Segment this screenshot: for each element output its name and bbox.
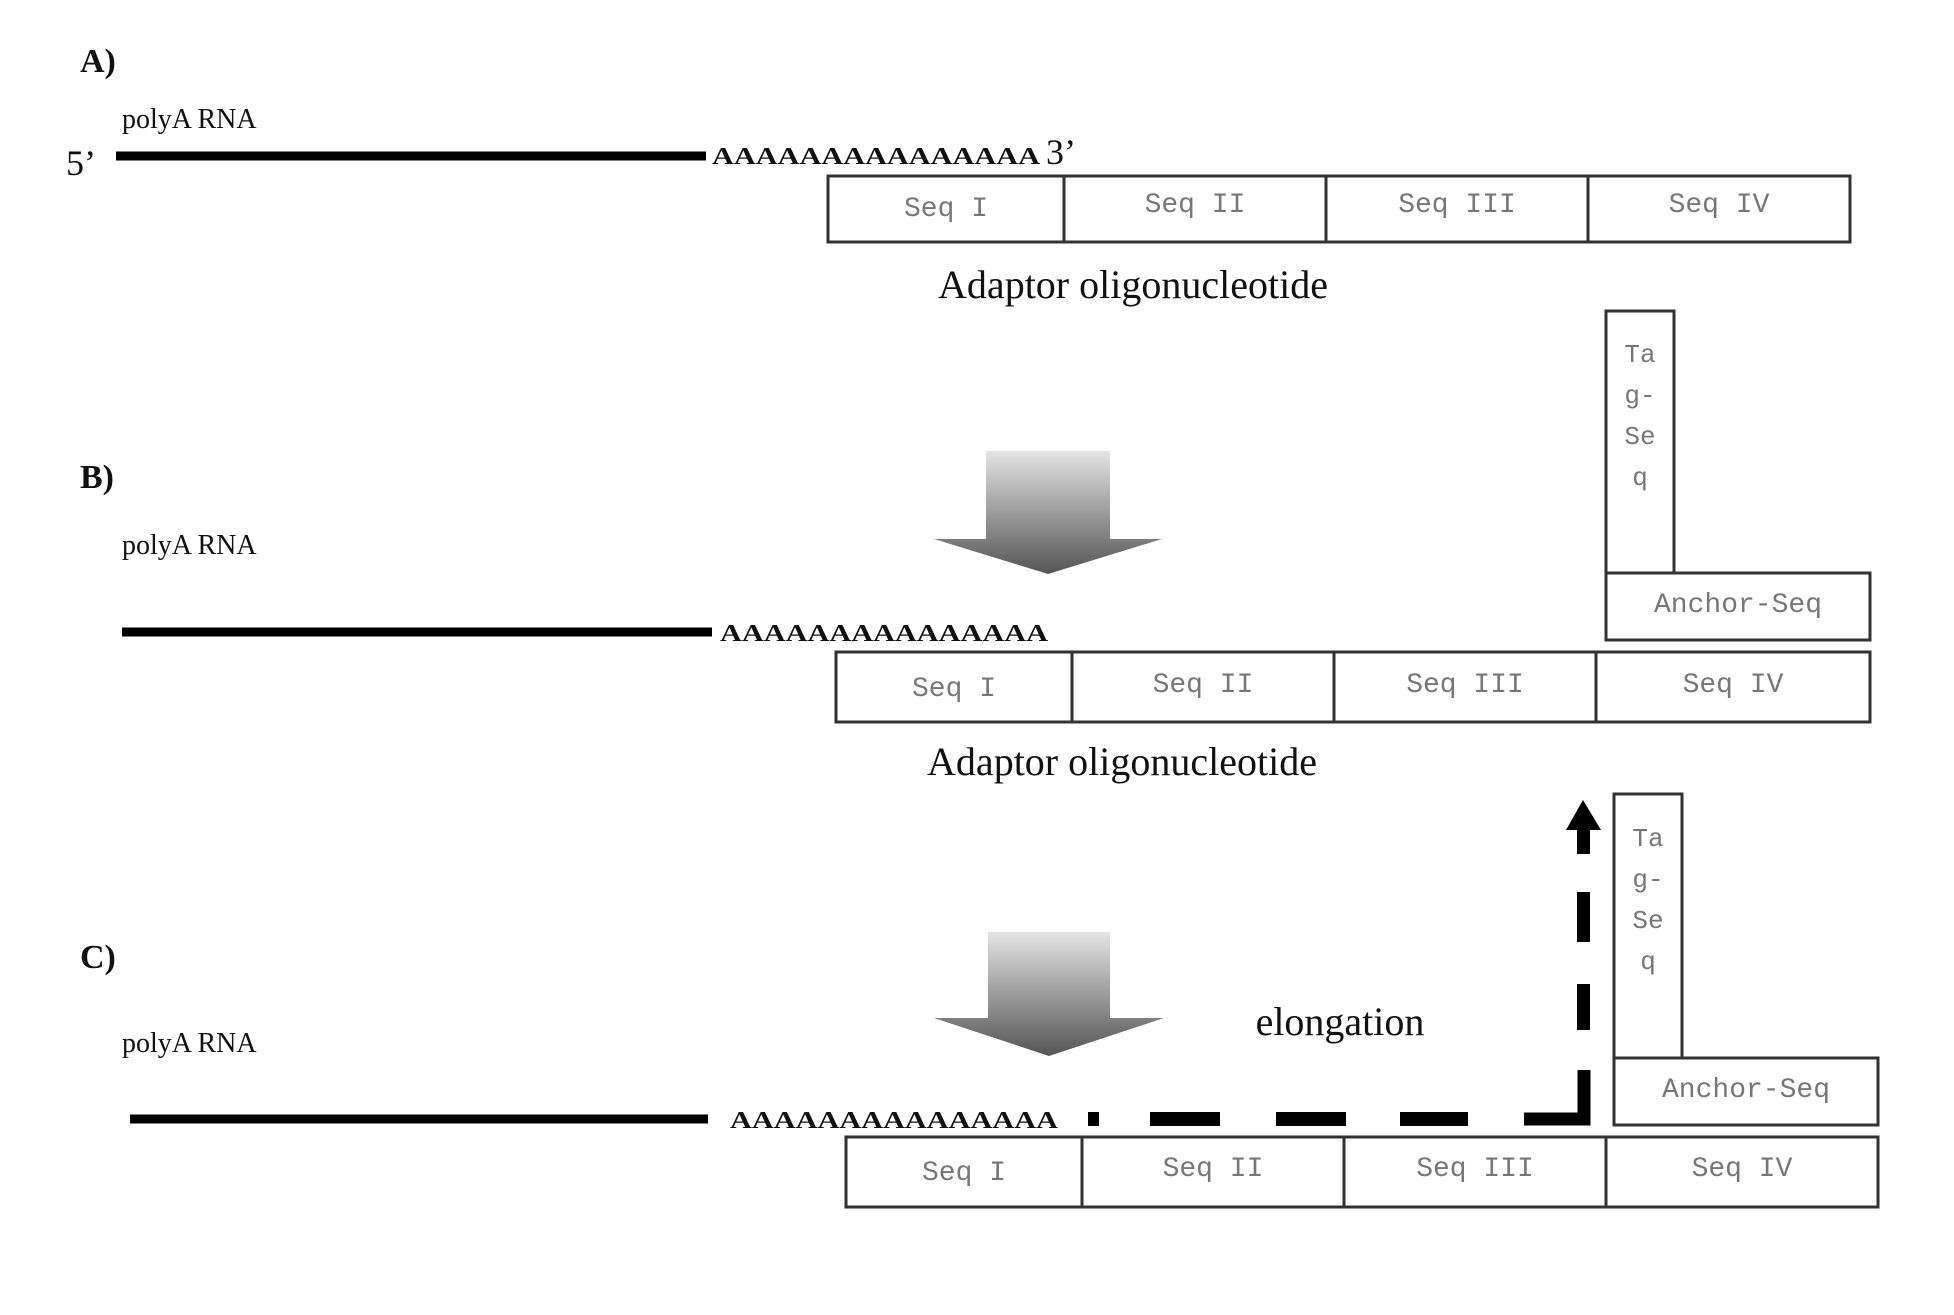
adaptor-segment-label: Seq II (1153, 670, 1254, 701)
adaptor-segment-label: Seq II (1163, 1154, 1264, 1185)
process-arrow-down-icon (934, 451, 1162, 574)
elongation-dash (1150, 1112, 1220, 1126)
tag-seq-line: g- (1624, 381, 1655, 411)
anchor-seq-label: Anchor-Seq (1654, 590, 1822, 621)
adaptor-oligonucleotide: Seq I Seq II Seq III Seq IV (828, 176, 1850, 242)
panel-label: B) (80, 459, 114, 496)
tag-seq-line: q (1640, 947, 1656, 977)
panel-b: B) polyA RNA AAAAAAAAAAAAAAA Ta g- Se q … (80, 311, 1870, 784)
elongation-corner (1524, 1070, 1584, 1119)
tag-seq-line: Se (1624, 422, 1655, 452)
three-prime-label: 3’ (1046, 132, 1076, 172)
elongation-dash (1088, 1112, 1099, 1126)
panel-label: C) (80, 939, 116, 976)
rna-label: polyA RNA (122, 104, 257, 135)
elongation-label: elongation (1256, 999, 1425, 1044)
elongation-dash (1577, 828, 1590, 854)
polya-tail: AAAAAAAAAAAAAAA (730, 1108, 1059, 1134)
adaptor-segment-label: Seq IV (1683, 670, 1784, 701)
tag-seq-line: Ta (1624, 340, 1655, 370)
five-prime-label: 5’ (66, 143, 96, 183)
adaptor-segment-label: Seq IV (1669, 190, 1770, 221)
elongation-dash (1400, 1112, 1468, 1126)
panel-c: C) elongation polyA RNA AAAAAAAAAAAAAAA … (80, 794, 1878, 1207)
tag-seq-line: Ta (1632, 824, 1663, 854)
tag-seq-line: g- (1632, 865, 1663, 895)
elongation-strand (1088, 800, 1601, 1126)
adaptor-segment-label: Seq III (1406, 670, 1524, 701)
tag-seq-line: q (1632, 463, 1648, 493)
adaptor-label: Adaptor oligonucleotide (927, 739, 1317, 784)
adaptor-segment-label: Seq II (1145, 190, 1246, 221)
process-arrow-down-icon (934, 932, 1164, 1056)
polya-tail: AAAAAAAAAAAAAAA (720, 621, 1049, 647)
adaptor-segment-label: Seq I (904, 194, 988, 225)
rna-label: polyA RNA (122, 530, 257, 561)
rna-label: polyA RNA (122, 1028, 257, 1059)
anchor-seq-label: Anchor-Seq (1662, 1075, 1830, 1106)
adaptor-label: Adaptor oligonucleotide (938, 262, 1328, 307)
adaptor-segment-label: Seq I (912, 674, 996, 705)
elongation-dash (1577, 984, 1590, 1030)
tag-seq-line: Se (1632, 906, 1663, 936)
adaptor-segment-label: Seq III (1398, 190, 1516, 221)
panel-label: A) (80, 43, 116, 80)
elongation-arrow-up-icon (1566, 800, 1601, 830)
adaptor-oligonucleotide: Seq I Seq II Seq III Seq IV (846, 1137, 1878, 1207)
elongation-dash (1276, 1112, 1346, 1126)
polya-tail: AAAAAAAAAAAAAAA (712, 144, 1041, 170)
panel-a: A) polyA RNA 5’ AAAAAAAAAAAAAAA 3’ Seq I… (66, 43, 1850, 307)
adaptor-segment-label: Seq I (922, 1158, 1006, 1189)
elongation-dash (1577, 892, 1590, 942)
adaptor-segment-label: Seq IV (1692, 1154, 1793, 1185)
adaptor-segment-label: Seq III (1416, 1154, 1534, 1185)
adaptor-oligonucleotide: Seq I Seq II Seq III Seq IV (836, 652, 1870, 722)
